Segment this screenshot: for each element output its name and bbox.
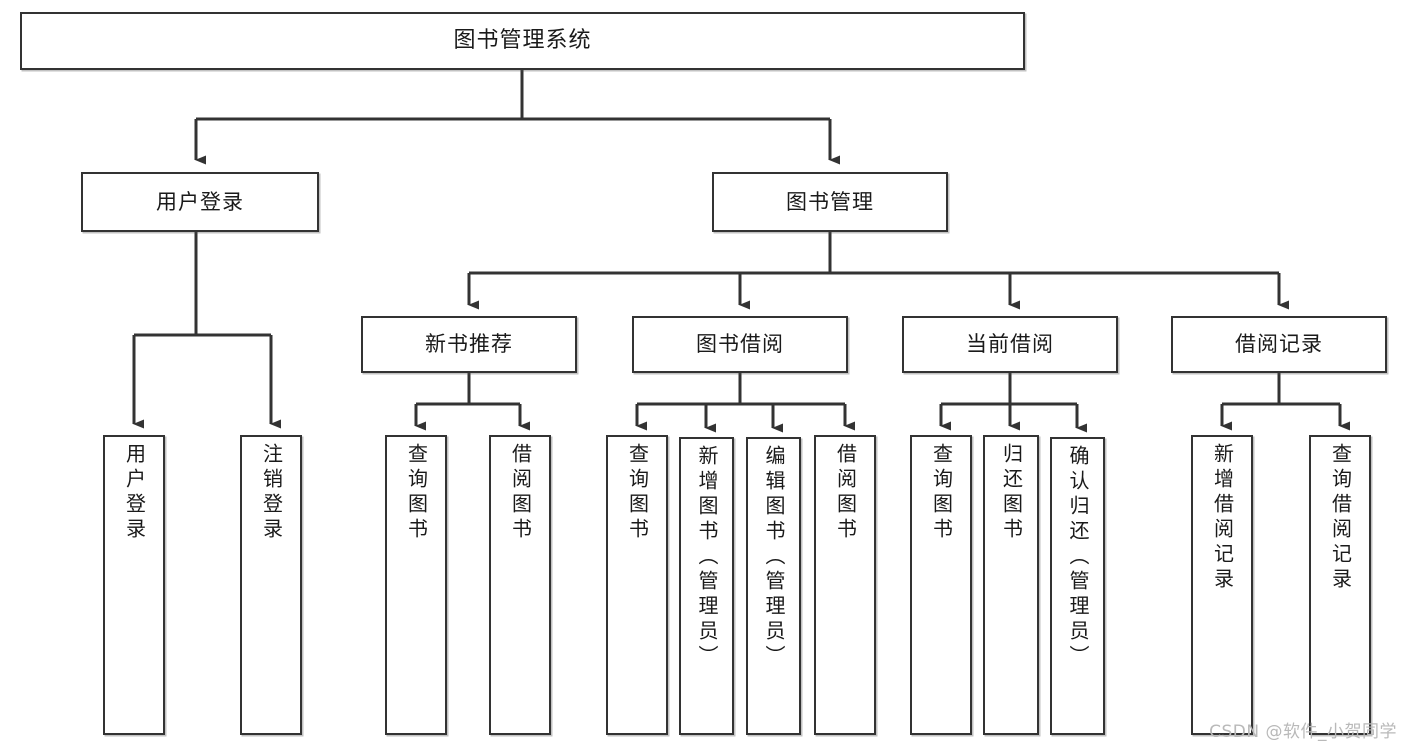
leaf-user-login[interactable]: 用户登录 [103, 435, 165, 735]
node-user-login[interactable]: 用户登录 [81, 172, 319, 232]
node-book-borrow-label: 图书借阅 [696, 332, 784, 357]
leaf-add-book-admin[interactable]: 新增图书（管理员） [679, 437, 734, 735]
leaf-return-book[interactable]: 归还图书 [983, 435, 1039, 735]
node-new-book-recommend[interactable]: 新书推荐 [361, 316, 577, 373]
node-book-management[interactable]: 图书管理 [712, 172, 948, 232]
node-current-borrow[interactable]: 当前借阅 [902, 316, 1118, 373]
leaf-return-book-label: 归还图书 [999, 443, 1024, 543]
leaf-query-book-cb-label: 查询图书 [929, 443, 954, 543]
leaf-borrow-book-nbr-label: 借阅图书 [508, 443, 533, 543]
leaf-add-borrow-record-label: 新增借阅记录 [1210, 443, 1235, 593]
csdn-watermark: CSDN @软件_小贺同学 [1209, 722, 1397, 742]
leaf-query-book-bb-label: 查询图书 [625, 443, 650, 543]
leaf-confirm-return-admin-label: 确认归还（管理员） [1066, 445, 1090, 670]
leaf-query-book-cb[interactable]: 查询图书 [910, 435, 972, 735]
leaf-borrow-book-nbr[interactable]: 借阅图书 [489, 435, 551, 735]
leaf-query-book-nbr[interactable]: 查询图书 [385, 435, 447, 735]
leaf-confirm-return-admin[interactable]: 确认归还（管理员） [1050, 437, 1105, 735]
node-current-borrow-label: 当前借阅 [966, 332, 1054, 357]
leaf-logout-label: 注销登录 [259, 443, 284, 543]
leaf-user-login-label: 用户登录 [122, 443, 147, 543]
leaf-logout[interactable]: 注销登录 [240, 435, 302, 735]
node-new-book-recommend-label: 新书推荐 [425, 332, 513, 357]
node-borrow-record[interactable]: 借阅记录 [1171, 316, 1387, 373]
leaf-edit-book-admin-label: 编辑图书（管理员） [762, 445, 786, 670]
leaf-borrow-book-bb[interactable]: 借阅图书 [814, 435, 876, 735]
leaf-query-borrow-record[interactable]: 查询借阅记录 [1309, 435, 1371, 735]
leaf-borrow-book-bb-label: 借阅图书 [833, 443, 858, 543]
node-book-borrow[interactable]: 图书借阅 [632, 316, 848, 373]
leaf-query-borrow-record-label: 查询借阅记录 [1328, 443, 1353, 593]
node-book-management-label: 图书管理 [786, 189, 874, 214]
leaf-add-borrow-record[interactable]: 新增借阅记录 [1191, 435, 1253, 735]
node-borrow-record-label: 借阅记录 [1235, 332, 1323, 357]
node-root[interactable]: 图书管理系统 [20, 12, 1025, 70]
leaf-query-book-bb[interactable]: 查询图书 [606, 435, 668, 735]
leaf-query-book-nbr-label: 查询图书 [404, 443, 429, 543]
leaf-add-book-admin-label: 新增图书（管理员） [695, 445, 719, 670]
leaf-edit-book-admin[interactable]: 编辑图书（管理员） [746, 437, 801, 735]
node-root-label: 图书管理系统 [453, 28, 592, 54]
node-user-login-label: 用户登录 [156, 189, 244, 214]
